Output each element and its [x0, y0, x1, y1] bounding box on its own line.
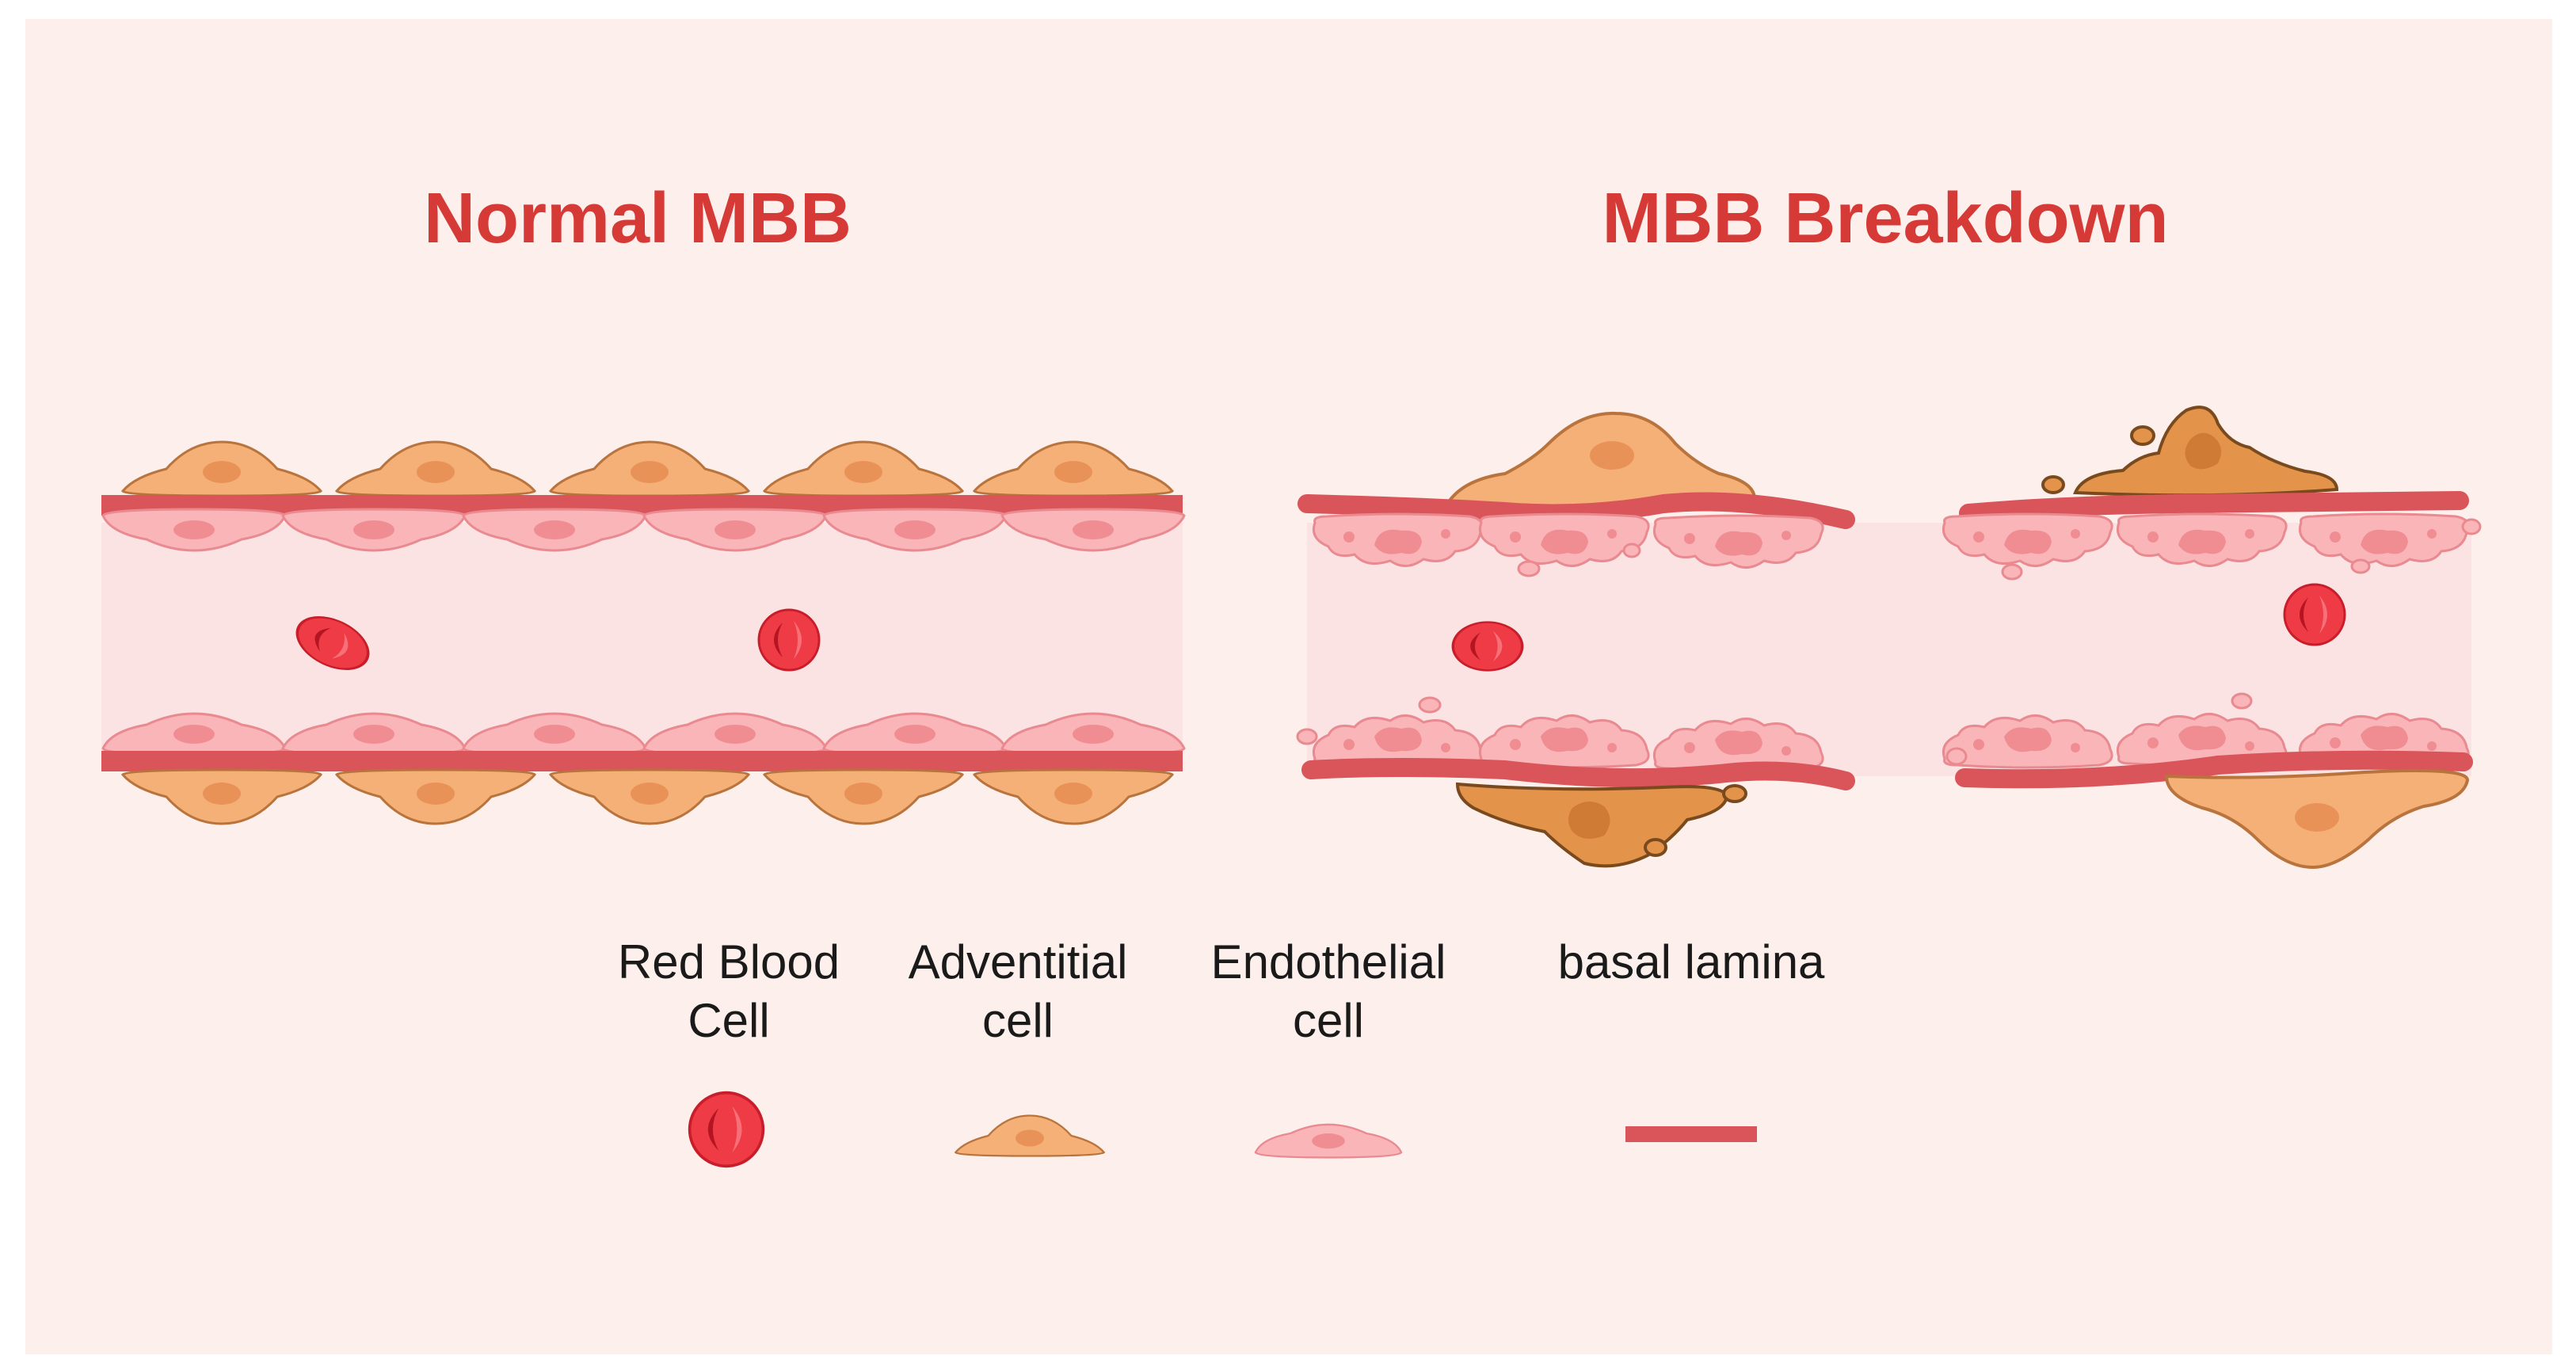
- legend-basal-lamina-label: basal lamina: [1558, 933, 1825, 992]
- normal-top-basal-lamina: [101, 495, 1183, 516]
- legend-rbc-icon: [688, 1091, 765, 1168]
- legend-adventitial-label: Adventitial cell: [909, 933, 1128, 1050]
- breakdown-bottom-basal-lamina-right: [1955, 750, 2473, 789]
- legend-adventitial-label-line2: cell: [981, 994, 1054, 1047]
- normal-bottom-basal-lamina: [101, 751, 1183, 771]
- breakdown-vessel: [1296, 406, 2482, 870]
- breakdown-bottom-endothelial-cells: [1296, 692, 2470, 772]
- breakdown-top-adventitial-cell-2: [2041, 406, 2339, 497]
- legend-rbc-label-line1: Red Blood: [617, 935, 840, 988]
- legend-basal-lamina-label-line1: basal lamina: [1557, 935, 1825, 988]
- normal-rbc-2: [757, 608, 821, 672]
- breakdown-rbc-1: [1451, 620, 1524, 672]
- mbb-breakdown-title: MBB Breakdown: [1602, 179, 2169, 258]
- legend-adventitial-label-line1: Adventitial: [908, 935, 1128, 988]
- breakdown-bottom-basal-lamina-left: [1301, 758, 1855, 790]
- breakdown-top-endothelial-cells: [1312, 512, 2482, 581]
- legend-endothelial-label: Endothelial cell: [1211, 933, 1446, 1050]
- normal-mbb-vessel: [101, 440, 1186, 825]
- legend-endothelial-label-line1: Endothelial: [1210, 935, 1446, 988]
- breakdown-bottom-adventitial-cell-2: [2164, 769, 2470, 870]
- breakdown-bottom-adventitial-cell-1: [1455, 782, 1747, 868]
- breakdown-rbc-2: [2283, 583, 2346, 646]
- legend-rbc-label: Red Blood Cell: [618, 933, 840, 1050]
- normal-mbb-title: Normal MBB: [423, 179, 852, 258]
- normal-lumen: [101, 523, 1183, 760]
- legend-endothelial-label-line2: cell: [1292, 994, 1365, 1047]
- breakdown-top-basal-lamina-left: [1298, 492, 1855, 529]
- legend-rbc-label-line2: Cell: [688, 994, 770, 1047]
- breakdown-top-basal-lamina-right: [1959, 491, 2469, 523]
- legend-basal-lamina-icon: [1625, 1126, 1757, 1142]
